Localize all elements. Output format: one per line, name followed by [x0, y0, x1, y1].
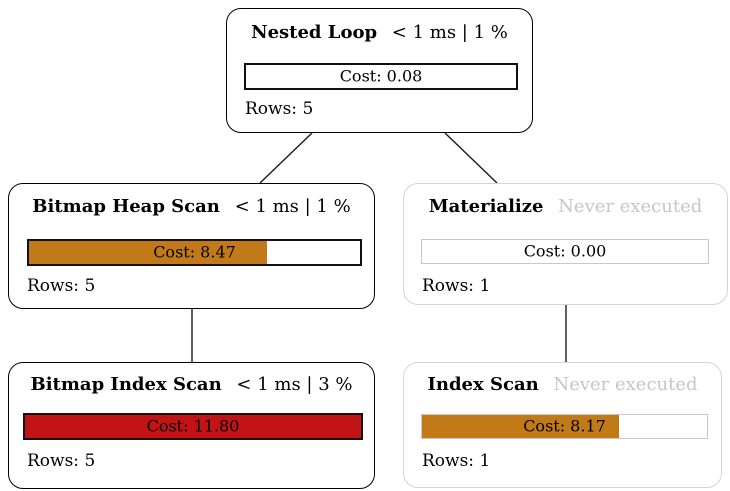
- rows-label: Rows: 1: [422, 451, 491, 471]
- node-timing-badge: < 1 ms | 1 %: [391, 22, 508, 43]
- node-title-row: Bitmap Index Scan < 1 ms | 3 %: [9, 374, 374, 395]
- node-title: Nested Loop: [251, 22, 378, 43]
- cost-bar: Cost: 0.00: [421, 239, 709, 264]
- cost-label: Cost: 11.80: [146, 416, 240, 436]
- plan-node-bitmap-heap-scan[interactable]: Bitmap Heap Scan < 1 ms | 1 % Cost: 8.47…: [8, 183, 375, 309]
- rows-label: Rows: 5: [245, 99, 314, 119]
- edge-nested-loop-to-materialize: [444, 132, 498, 184]
- never-executed-badge: Never executed: [553, 374, 698, 395]
- plan-node-nested-loop[interactable]: Nested Loop < 1 ms | 1 % Cost: 0.08 Rows…: [226, 8, 533, 133]
- node-title-row: Nested Loop < 1 ms | 1 %: [227, 22, 532, 43]
- cost-bar-fill: [422, 415, 619, 438]
- cost-label: Cost: 8.17: [523, 416, 606, 436]
- cost-bar: Cost: 11.80: [23, 413, 363, 440]
- cost-label: Cost: 0.00: [523, 241, 607, 261]
- cost-bar-fill: [29, 241, 268, 264]
- cost-bar: Cost: 8.47: [27, 239, 362, 266]
- node-title-row: Index Scan Never executed: [404, 374, 721, 395]
- cost-bar: Cost: 8.17: [421, 414, 708, 439]
- rows-label: Rows: 1: [422, 276, 491, 296]
- node-timing-badge: < 1 ms | 3 %: [236, 374, 353, 395]
- node-title: Bitmap Index Scan: [30, 374, 222, 395]
- node-title: Materialize: [428, 196, 544, 217]
- node-title-row: Bitmap Heap Scan < 1 ms | 1 %: [9, 196, 374, 217]
- node-title: Bitmap Heap Scan: [32, 196, 220, 217]
- plan-node-materialize[interactable]: Materialize Never executed Cost: 0.00 Ro…: [403, 183, 728, 305]
- plan-node-bitmap-index-scan[interactable]: Bitmap Index Scan < 1 ms | 3 % Cost: 11.…: [8, 362, 375, 489]
- node-title: Index Scan: [427, 374, 539, 395]
- edge-nested-loop-to-bitmap-heap-scan: [259, 132, 313, 184]
- rows-label: Rows: 5: [27, 451, 96, 471]
- node-timing-badge: < 1 ms | 1 %: [234, 196, 351, 217]
- rows-label: Rows: 5: [27, 276, 96, 296]
- cost-label: Cost: 8.47: [153, 242, 236, 262]
- plan-node-index-scan[interactable]: Index Scan Never executed Cost: 8.17 Row…: [403, 362, 722, 488]
- node-title-row: Materialize Never executed: [404, 196, 727, 217]
- never-executed-badge: Never executed: [558, 196, 703, 217]
- cost-bar-fill: [25, 415, 361, 438]
- cost-label: Cost: 0.08: [339, 66, 423, 86]
- cost-bar: Cost: 0.08: [244, 63, 518, 90]
